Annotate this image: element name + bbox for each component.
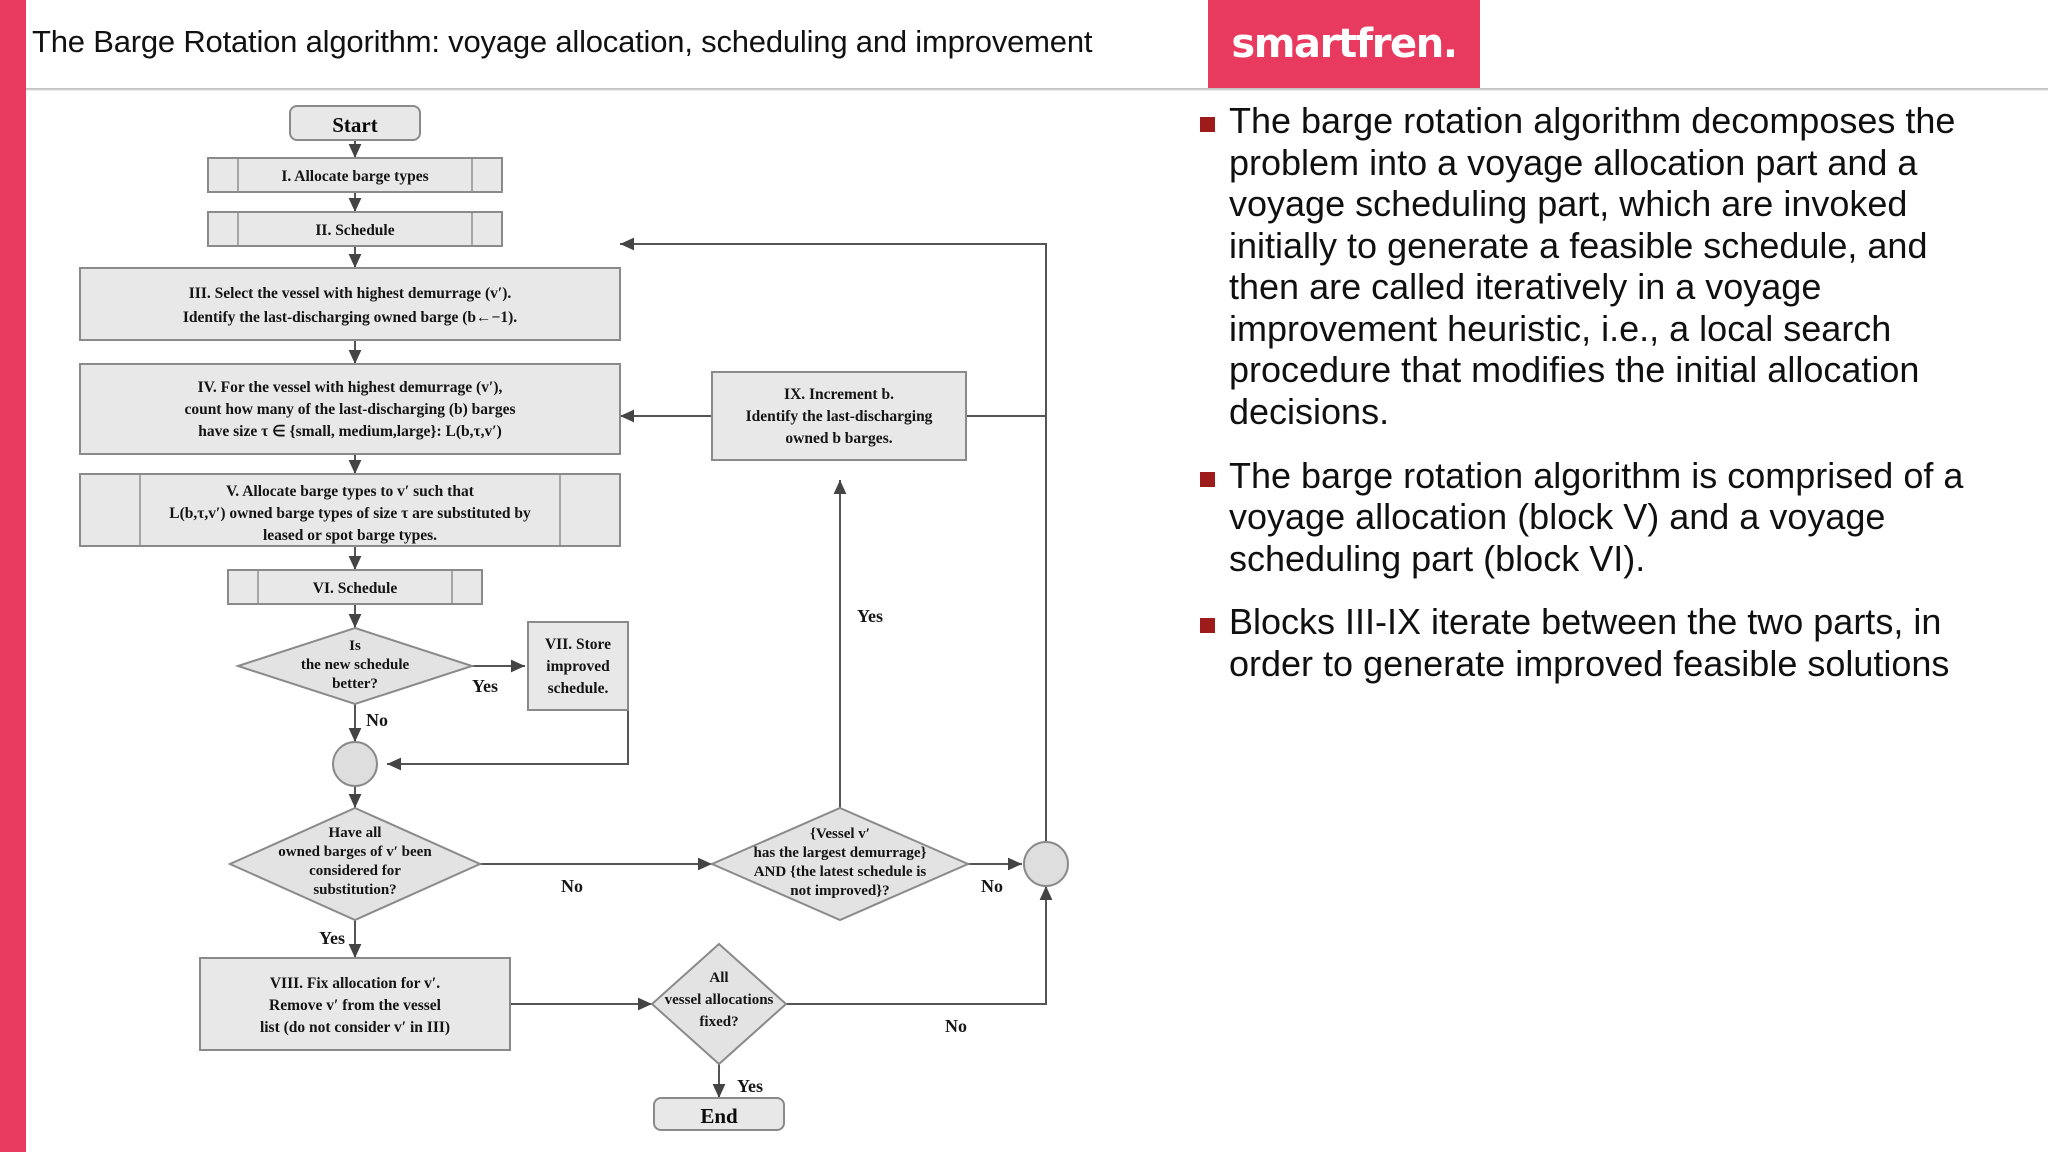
node-block-iii: III. Select the vessel with highest demu… [79, 267, 621, 341]
square-bullet-icon [1200, 117, 1215, 132]
list-item: The barge rotation algorithm decomposes … [1200, 100, 2000, 433]
square-bullet-icon [1200, 618, 1215, 634]
decision1-line2: the new schedule [301, 657, 410, 673]
node-block-vi-label: VI. Schedule [313, 580, 398, 597]
node-start-label: Start [332, 113, 378, 137]
node-block-iv-line1: IV. For the vessel with highest demurrag… [198, 379, 503, 396]
node-block-i: I. Allocate barge types [207, 157, 503, 193]
list-item: The barge rotation algorithm is comprise… [1200, 455, 2000, 580]
decision2-line4: substitution? [313, 882, 396, 898]
node-decision-all-barges-considered: Have all owned barges of v′ been conside… [227, 806, 483, 922]
node-block-ix: IX. Increment b. Identify the last-disch… [711, 371, 967, 461]
left-accent-bar [0, 0, 26, 1152]
edge-label-d1-yes: Yes [472, 676, 498, 696]
node-decision-largest-demurrage: {Vessel v′ has the largest demurrage} AN… [709, 806, 971, 922]
node-block-v-line3: leased or spot barge types. [263, 527, 437, 544]
decision3-line4: not improved}? [790, 883, 889, 899]
node-block-ix-line3: owned b barges. [785, 430, 892, 447]
node-block-viii-line2: Remove v′ from the vessel [269, 997, 442, 1014]
junction-right [1023, 841, 1069, 887]
bullet-text: The barge rotation algorithm is comprise… [1229, 454, 1964, 579]
edge-vii-to-junction [387, 710, 629, 771]
node-block-viii-line1: VIII. Fix allocation for v′. [270, 975, 440, 992]
flowchart-panel: Start I. Allocate barge types II. Schedu… [60, 92, 1180, 1150]
node-block-iv-line3: have size τ ∈ {small, medium,large}: L(b… [198, 423, 502, 440]
node-block-v-line1: V. Allocate barge types to v′ such that [226, 483, 475, 500]
node-block-ii: II. Schedule [207, 211, 503, 247]
edge-label-d2-no: No [561, 876, 583, 896]
brand-logo: smartfren. [1208, 0, 1480, 88]
decision2-line2: owned barges of v′ been [278, 844, 432, 860]
edge-decision4-no-to-rjunction [786, 886, 1053, 1005]
bullet-text: Blocks III-IX iterate between the two pa… [1229, 601, 1950, 684]
node-block-iii-line1: III. Select the vessel with highest demu… [189, 285, 512, 302]
edge-label-d4-no: No [945, 1016, 967, 1036]
node-end-label: End [700, 1104, 738, 1128]
node-block-viii-line3: list (do not consider v′ in III) [260, 1019, 450, 1036]
node-block-vii-line3: schedule. [548, 680, 609, 697]
node-block-iii-line2: Identify the last-discharging owned barg… [183, 309, 517, 326]
square-bullet-icon [1200, 471, 1215, 487]
decision3-line3: AND {the latest schedule is [754, 864, 927, 880]
list-item: Blocks III-IX iterate between the two pa… [1200, 601, 2000, 684]
node-block-vii-line2: improved [546, 658, 610, 675]
edge-loop-to-iii [620, 237, 1047, 417]
node-block-i-label: I. Allocate barge types [281, 168, 428, 185]
bullet-list: The barge rotation algorithm decomposes … [1200, 100, 2000, 1130]
edge-label-d3-yes: Yes [857, 606, 883, 626]
node-block-vii: VII. Store improved schedule. [527, 621, 629, 711]
node-block-ii-label: II. Schedule [315, 222, 394, 239]
node-block-vi: VI. Schedule [227, 569, 483, 605]
decision3-line2: has the largest demurrage} [754, 845, 927, 861]
node-block-ix-line1: IX. Increment b. [784, 386, 894, 403]
edge-label-d3-no: No [981, 876, 1003, 896]
edge-label-d2-yes: Yes [319, 928, 345, 948]
decision4-line1: All [709, 970, 728, 986]
decision4-line2: vessel allocations [665, 992, 774, 1008]
header-divider [26, 88, 2048, 91]
brand-logo-text: smartfren. [1231, 21, 1458, 67]
node-start: Start [289, 105, 421, 141]
barge-rotation-flowchart: Start I. Allocate barge types II. Schedu… [79, 105, 1069, 1131]
decision2-line3: considered for [309, 863, 401, 879]
junction-left [332, 741, 378, 787]
edge-label-d1-no: No [366, 710, 388, 730]
decision1-line1: Is [349, 638, 361, 654]
node-block-viii: VIII. Fix allocation for v′. Remove v′ f… [199, 957, 511, 1051]
decision1-line3: better? [332, 676, 378, 692]
node-block-v-line2: L(b,τ,v′) owned barge types of size τ ar… [169, 505, 531, 522]
decision2-line1: Have all [329, 825, 382, 841]
bullet-text: The barge rotation algorithm decomposes … [1229, 100, 1956, 433]
decision3-line1: {Vessel v′ [810, 826, 870, 842]
node-end: End [653, 1097, 785, 1131]
node-block-ix-line2: Identify the last-discharging [746, 408, 933, 425]
node-block-vii-line1: VII. Store [545, 636, 611, 653]
node-block-v: V. Allocate barge types to v′ such that … [79, 473, 621, 547]
node-decision-all-allocations-fixed: All vessel allocations fixed? [650, 942, 788, 1066]
node-block-iv-line2: count how many of the last-discharging (… [184, 401, 515, 418]
page-title: The Barge Rotation algorithm: voyage all… [32, 24, 1093, 59]
node-block-iv: IV. For the vessel with highest demurrag… [79, 363, 621, 455]
decision4-line3: fixed? [699, 1014, 738, 1030]
slide-header: The Barge Rotation algorithm: voyage all… [26, 0, 2048, 88]
node-decision-schedule-better: Is the new schedule better? [234, 626, 476, 706]
edge-label-d4-yes: Yes [737, 1076, 763, 1096]
